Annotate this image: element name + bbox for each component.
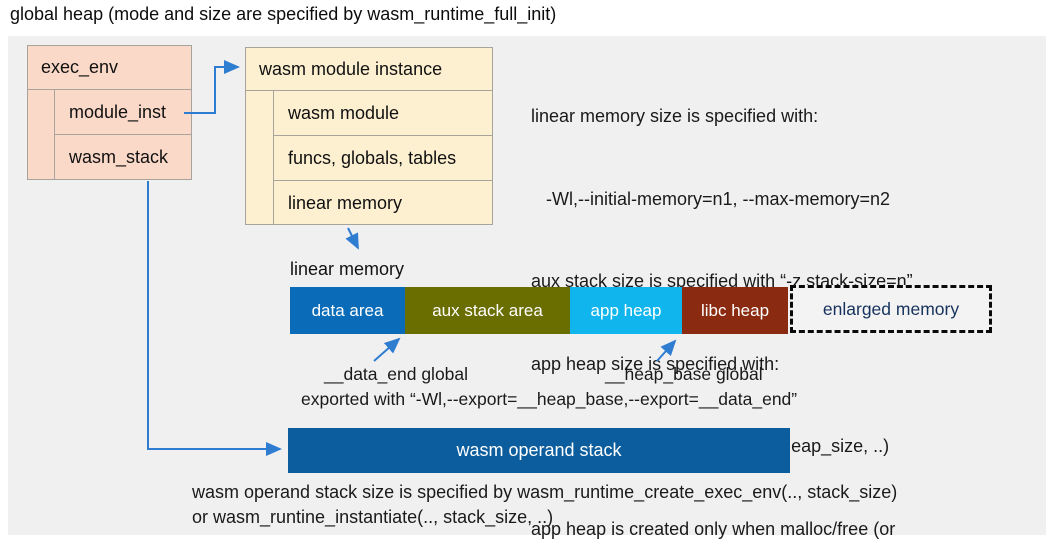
note-line: app heap size is specified with: xyxy=(531,353,780,374)
exec-env-box: exec_env module_inst wasm_stack xyxy=(27,45,192,180)
diagram-title: global heap (mode and size are specified… xyxy=(10,4,557,24)
note-line: app heap is created only when malloc/fre… xyxy=(531,518,896,539)
field-funcs-globals-tables: funcs, globals, tables xyxy=(274,136,492,181)
wasm-module-instance-fields: wasm module funcs, globals, tables linea… xyxy=(273,91,492,225)
field-wasm-module: wasm module xyxy=(274,91,492,136)
exported-with-label: exported with “-Wl,--export=__heap_base,… xyxy=(301,389,798,409)
data-end-global-label: __data_end global xyxy=(324,364,469,384)
segment-app-heap: app heap xyxy=(570,287,682,334)
linear-memory-bar: data area aux stack area app heap libc h… xyxy=(290,287,788,334)
field-linear-memory: linear memory xyxy=(288,192,403,213)
note-line: wasm operand stack size is specified by … xyxy=(192,482,898,502)
wasm-module-instance-title: wasm module instance xyxy=(246,48,492,91)
exec-env-field-module-inst: module_inst xyxy=(55,90,191,135)
note-line: or wasm_runtine_instantiate(.., stack_si… xyxy=(192,507,554,527)
segment-aux-stack-area: aux stack area xyxy=(405,287,570,334)
exec-env-fields: module_inst wasm_stack xyxy=(54,90,191,180)
exec-env-field-wasm-stack: wasm_stack xyxy=(69,147,169,167)
segment-libc-heap: libc heap xyxy=(682,287,788,334)
heap-base-global-label: __heap_base global xyxy=(605,364,763,384)
notes-bottom: wasm operand stack size is specified by … xyxy=(192,480,897,530)
linear-memory-label: linear memory xyxy=(290,259,405,279)
wasm-module-instance-box: wasm module instance wasm module funcs, … xyxy=(245,47,493,225)
exec-env-title: exec_env xyxy=(28,46,191,90)
wasm-operand-stack-bar: wasm operand stack xyxy=(288,428,790,473)
note-line: linear memory size is specified with: xyxy=(531,106,819,126)
segment-data-area: data area xyxy=(290,287,405,334)
segment-enlarged-memory: enlarged memory xyxy=(790,285,992,333)
note-line: -Wl,--initial-memory=n1, --max-memory=n2 xyxy=(531,188,891,209)
